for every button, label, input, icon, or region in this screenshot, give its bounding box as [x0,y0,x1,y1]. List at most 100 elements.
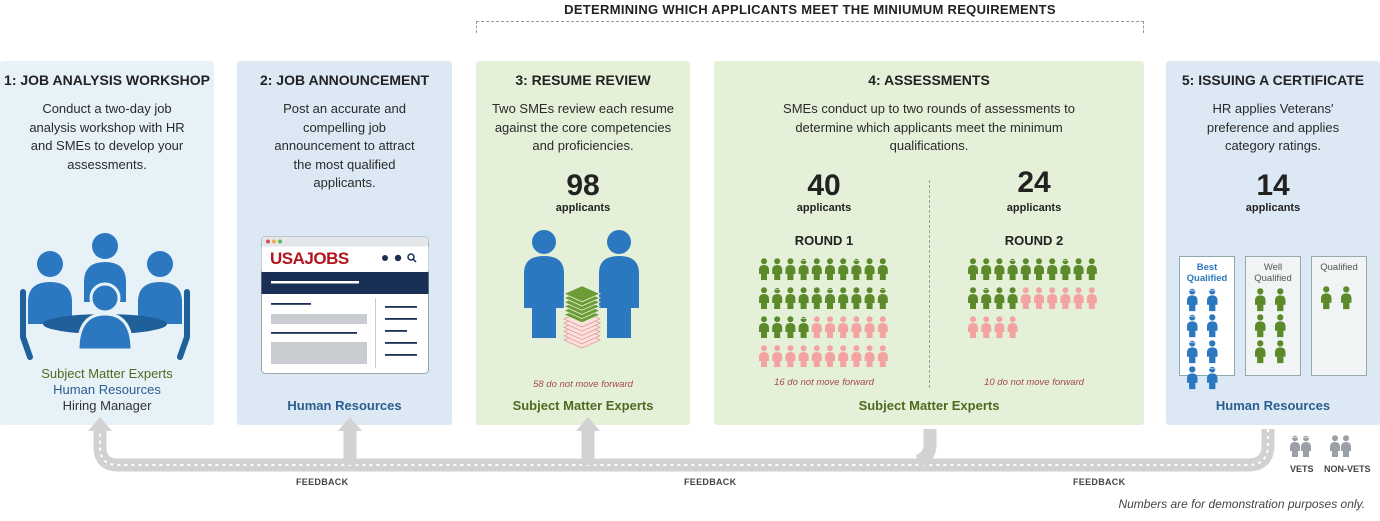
passed-applicant-icon [851,258,863,280]
qualified-box: Qualified [1311,256,1367,376]
legend-vets: VETS [1290,464,1314,474]
step-3-panel: 3: RESUME REVIEW Two SMEs review each re… [476,61,690,425]
passed-applicant-icon [798,287,809,309]
certified-applicant-icon [1207,288,1219,312]
passed-applicant-icon [811,258,822,280]
forwarded-resume-sheet [563,285,601,303]
passed-applicant-icon [798,258,810,280]
failed-applicant-icon [785,345,796,367]
passed-applicant-icon [981,287,992,309]
passed-applicant-icon [1086,258,1097,280]
certified-applicant-icon [1275,288,1286,312]
vet-icon [1290,435,1301,457]
round-2-label: ROUND 2 [1004,233,1064,248]
round-1-label: ROUND 1 [794,233,854,248]
passed-applicant-icon [825,258,835,280]
failed-applicant-icon [1073,287,1084,309]
failed-applicant-icon [825,345,835,367]
failed-applicant-icon [759,345,769,367]
round-1-count-label: applicants [796,202,852,214]
role-hr: Human Resources [287,398,402,413]
passed-applicant-icon [838,287,849,309]
passed-applicant-icon [877,287,889,309]
failed-applicant-icon [1034,287,1044,309]
passed-applicant-icon [772,316,783,338]
certified-applicant-icon [1187,314,1199,338]
failed-applicant-icon [994,316,1005,338]
passed-applicant-icon [798,316,810,338]
passed-applicant-icon [1034,258,1044,280]
diagram-title: DETERMINING WHICH APPLICANTS MEET THE MI… [564,2,1056,17]
step-4-title: 4: ASSESSMENTS [868,72,990,88]
failed-applicant-icon [864,316,875,338]
failed-applicant-icon [864,345,875,367]
role-hr: Human Resources [1215,398,1331,413]
failed-applicant-icon [772,345,783,367]
usajobs-logo: USAJOBS [270,249,349,268]
best-qualified-label: Best Qualified [1186,262,1228,284]
well-qualified-label: Well Qualified [1254,262,1292,284]
certified-applicant-icon [1187,288,1199,312]
certified-applicant-icon [1187,366,1198,390]
failed-applicant-icon [1007,316,1018,338]
passed-applicant-icon [981,258,992,280]
resume-count-label: applicants [555,202,611,214]
passed-applicant-icon [772,287,783,309]
passed-applicant-icon [811,287,822,309]
failed-applicant-icon [877,316,888,338]
passed-applicant-icon [1007,258,1019,280]
certified-applicant-icon [1207,340,1218,364]
usajobs-browser-mockup: USAJOBS [261,236,429,374]
passed-applicant-icon [759,316,769,338]
qualified-label: Qualified [1320,262,1358,273]
round-2-count-label: applicants [1006,202,1062,214]
passed-applicant-icon [968,287,978,309]
step-4-description: SMEs conduct up to two rounds of assessm… [783,101,1075,153]
step-5-title: 5: ISSUING A CERTIFICATE [1181,72,1365,88]
passed-applicant-icon [864,287,875,309]
failed-applicant-icon [1060,287,1071,309]
passed-applicant-icon [1020,258,1031,280]
step-3-description: Two SMEs review each resume against the … [491,101,675,153]
feedback-arrow [88,417,1275,472]
nonvet-icon [1341,435,1351,457]
vet-icon [1301,435,1312,457]
role-sme: Subject Matter Experts [41,366,173,381]
certified-applicant-icon [1255,288,1266,312]
failed-applicant-icon [811,345,822,367]
failed-applicant-icon [838,345,849,367]
certified-applicant-icon [1321,286,1332,310]
workshop-meeting-icon [20,233,190,360]
well-qualified-box: Well Qualified [1245,256,1301,376]
step-1-title: 1: JOB ANALYSIS WORKSHOP [4,72,210,88]
step-1-panel: 1: JOB ANALYSIS WORKSHOP Conduct a two-d… [0,61,214,425]
certified-applicant-icon [1207,366,1219,390]
role-sme: Subject Matter Experts [512,398,654,413]
resume-not-forward: 58 do not move forward [533,379,633,390]
title-bracket [476,21,1144,33]
passed-applicant-icon [1060,258,1072,280]
failed-applicant-icon [851,316,862,338]
passed-applicant-icon [1007,287,1018,309]
failed-applicant-icon [877,345,888,367]
certified-applicant-icon [1207,314,1218,338]
role-hr: Human Resources [53,382,161,397]
certified-applicant-icon [1255,314,1266,338]
step-5-description: HR applies Veterans' preference and appl… [1206,101,1340,153]
passed-applicant-icon [759,258,769,280]
passed-applicant-icon [772,258,783,280]
round-2-not-forward: 10 do not move forward [984,377,1084,388]
certified-applicant-icon [1341,286,1352,310]
certified-applicant-icon [1275,340,1286,364]
round-1-not-forward: 16 do not move forward [774,377,874,388]
passed-applicant-icon [785,316,796,338]
step-3-title: 3: RESUME REVIEW [515,72,651,88]
two-reviewers-icon [524,230,639,349]
failed-applicant-icon [851,345,862,367]
failed-applicant-icon [1020,287,1031,309]
step-2-description: Post an accurate and compelling job anno… [274,101,415,190]
passed-applicant-icon [838,258,849,280]
resume-count: 98 [566,169,600,202]
passed-applicant-icon [1073,258,1084,280]
passed-applicant-icon [877,258,888,280]
